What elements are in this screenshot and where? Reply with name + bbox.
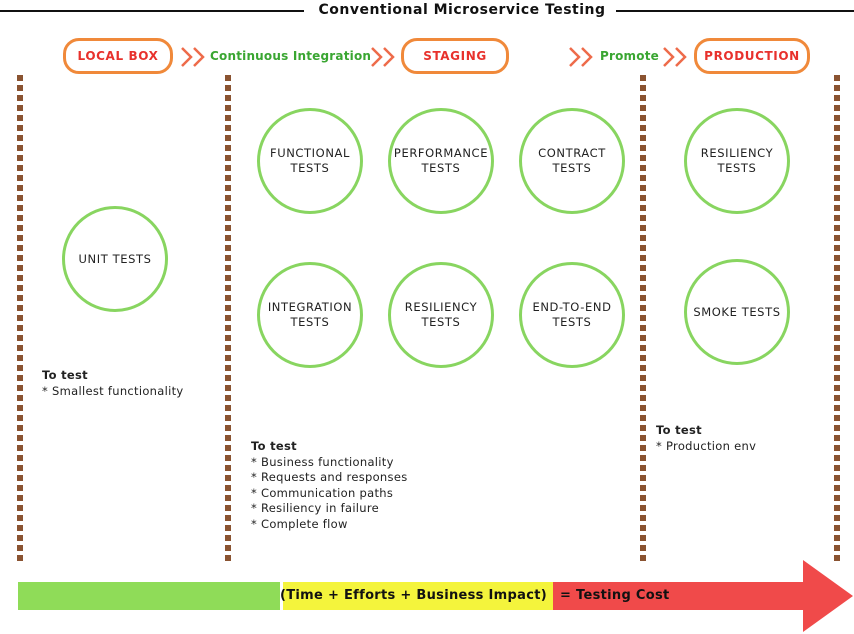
chevron-right-icon xyxy=(371,47,395,67)
page-title: Conventional Microservice Testing xyxy=(318,2,606,18)
lane-divider-production-right xyxy=(834,75,840,565)
chevron-right-icon xyxy=(569,47,593,67)
stage-staging: STAGING xyxy=(401,38,509,74)
cost-bar-green xyxy=(18,582,280,610)
transition-promote: Promote xyxy=(600,49,659,63)
stage-local-box: LOCAL BOX xyxy=(63,38,173,74)
title-rule-left xyxy=(0,10,304,12)
title-rule-right xyxy=(616,10,854,12)
note-local: To test * Smallest functionality xyxy=(42,368,184,398)
cost-result-label: = Testing Cost xyxy=(560,588,670,603)
cost-factors-label: (Time + Efforts + Business Impact) xyxy=(280,588,547,603)
chevron-right-icon xyxy=(663,47,687,67)
lane-divider-staging-production xyxy=(640,75,646,565)
test-circle-smoke: SMOKE TESTS xyxy=(684,259,790,365)
cost-bar-yellow xyxy=(283,582,553,610)
test-circle-unit: UNIT TESTS xyxy=(62,206,168,312)
lane-divider-local-left xyxy=(17,75,23,565)
cost-bar-arrow xyxy=(553,560,853,632)
note-staging: To test * Business functionality * Reque… xyxy=(251,439,408,531)
chevron-right-icon xyxy=(181,47,205,67)
lane-divider-local-staging xyxy=(225,75,231,565)
note-production: To test * Production env xyxy=(656,423,757,453)
stage-production: PRODUCTION xyxy=(694,38,810,74)
transition-continuous-integration: Continuous Integration xyxy=(210,49,372,63)
